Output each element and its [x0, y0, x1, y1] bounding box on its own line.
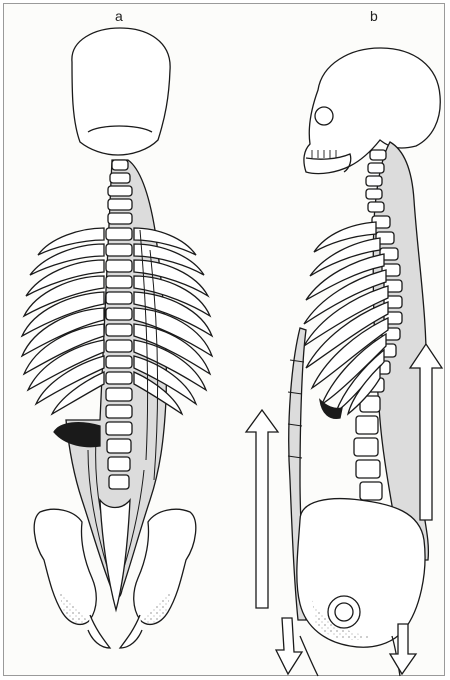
- panel-a-back-view: [22, 28, 212, 648]
- vertebral-column: [106, 160, 132, 489]
- arrow-up-left: [246, 410, 278, 608]
- skull-posterior: [72, 28, 170, 155]
- sacrum: [100, 500, 130, 610]
- shaded-region: [54, 423, 100, 447]
- shaded-region-lateral: [320, 400, 342, 418]
- ischium-right: [120, 615, 142, 648]
- femur-left: [300, 636, 318, 676]
- ischium-left: [88, 615, 110, 648]
- arrow-down-left: [276, 618, 302, 674]
- ribcage-left: [22, 228, 104, 414]
- femoral-head: [335, 603, 353, 621]
- ribcage-lateral: [304, 222, 388, 414]
